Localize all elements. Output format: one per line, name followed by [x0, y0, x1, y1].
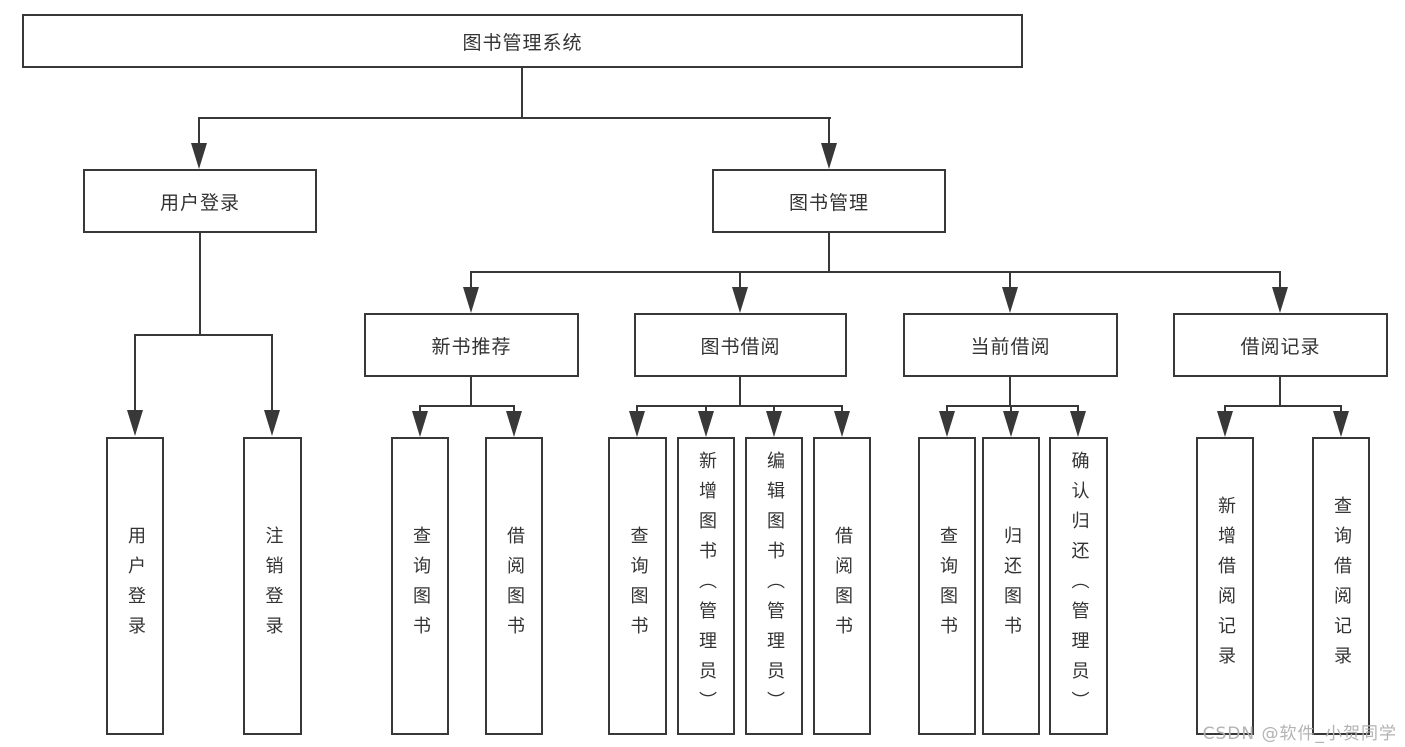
node-label: 借阅图书	[504, 526, 525, 646]
arrow-down-icon	[412, 411, 428, 437]
node-label: 用户登录	[159, 191, 240, 214]
node-label: 图书借阅	[700, 335, 781, 358]
connector-records-hline	[1224, 405, 1342, 407]
node-book-management: 图书管理	[712, 169, 946, 233]
arrow-down-icon	[1003, 411, 1019, 437]
node-label: 用户登录	[125, 526, 146, 646]
node-book-borrowing: 图书借阅	[634, 313, 847, 377]
connector-user-login-hline	[134, 334, 273, 336]
node-leaf-edit-books-admin: 编辑图书（管理员）	[745, 437, 803, 735]
node-leaf-current-query-books: 查询图书	[918, 437, 976, 735]
node-label: 确认归还（管理员）	[1068, 451, 1090, 721]
connector-book-mgmt-hline	[470, 271, 1281, 273]
node-user-login: 用户登录	[83, 169, 317, 233]
arrow-down-icon	[732, 287, 748, 313]
connector-current-stub	[1009, 377, 1011, 407]
node-leaf-recommend-borrow-books: 借阅图书	[485, 437, 543, 735]
connector-leaf-drop	[705, 405, 707, 413]
connector-book-mgmt-stub	[828, 233, 830, 273]
connector-leaf-drop	[134, 334, 136, 410]
arrow-down-icon	[1217, 411, 1233, 437]
connector-branch-drop	[739, 271, 741, 289]
node-leaf-recommend-query-books: 查询图书	[391, 437, 449, 735]
arrow-down-icon	[191, 143, 207, 169]
node-label: 查询图书	[937, 526, 958, 646]
connector-recommend-hline	[419, 405, 515, 407]
connector-leaf-drop	[841, 405, 843, 413]
arrow-down-icon	[629, 411, 645, 437]
arrow-down-icon	[698, 411, 714, 437]
node-label: 当前借阅	[970, 335, 1051, 358]
arrow-down-icon	[1333, 411, 1349, 437]
node-label: 查询借阅记录	[1331, 496, 1352, 676]
connector-leaf-drop	[1077, 405, 1079, 413]
node-label: 归还图书	[1001, 526, 1022, 646]
node-leaf-user-login: 用户登录	[106, 437, 164, 735]
node-label: 新书推荐	[431, 335, 512, 358]
arrow-down-icon	[506, 411, 522, 437]
node-label: 查询图书	[627, 526, 649, 646]
node-current-borrowing: 当前借阅	[903, 313, 1118, 377]
connector-root-hline	[198, 117, 831, 119]
node-label: 编辑图书（管理员）	[764, 451, 785, 721]
connector-book-mgmt-drop	[828, 117, 830, 145]
node-leaf-query-borrow-record: 查询借阅记录	[1312, 437, 1370, 735]
node-library-management-system: 图书管理系统	[22, 14, 1023, 68]
arrow-down-icon	[463, 287, 479, 313]
connector-leaf-drop	[1224, 405, 1226, 413]
connector-branch-drop	[1009, 271, 1011, 289]
connector-user-login-drop	[198, 117, 200, 145]
node-label: 查询图书	[410, 526, 431, 646]
connector-leaf-drop	[636, 405, 638, 413]
connector-user-login-stub	[199, 233, 201, 336]
arrow-down-icon	[127, 410, 143, 436]
connector-root-stub	[521, 68, 523, 118]
connector-current-hline	[946, 405, 1079, 407]
connector-leaf-drop	[513, 405, 515, 413]
node-label: 借阅记录	[1240, 335, 1321, 358]
arrow-down-icon	[1002, 287, 1018, 313]
arrow-down-icon	[1070, 411, 1086, 437]
arrow-down-icon	[939, 411, 955, 437]
connector-borrowing-hline	[636, 405, 843, 407]
connector-branch-drop	[470, 271, 472, 289]
node-leaf-add-borrow-record: 新增借阅记录	[1196, 437, 1254, 735]
node-label: 图书管理	[788, 191, 869, 214]
arrow-down-icon	[834, 411, 850, 437]
node-new-book-recommend: 新书推荐	[364, 313, 579, 377]
node-leaf-confirm-return-admin: 确认归还（管理员）	[1049, 437, 1108, 735]
node-leaf-logout: 注销登录	[243, 437, 302, 735]
arrow-down-icon	[264, 410, 280, 436]
node-label: 注销登录	[262, 526, 284, 646]
csdn-watermark: CSDN @软件_小贺同学	[1202, 724, 1397, 744]
node-label: 借阅图书	[832, 526, 853, 646]
connector-leaf-drop	[1010, 405, 1012, 413]
connector-leaf-drop	[773, 405, 775, 413]
connector-records-stub	[1279, 377, 1281, 407]
connector-branch-drop	[1279, 271, 1281, 289]
node-label: 新增图书（管理员）	[696, 451, 717, 721]
node-leaf-borrowing-query-books: 查询图书	[608, 437, 667, 735]
node-borrowing-records: 借阅记录	[1173, 313, 1388, 377]
node-leaf-borrowing-borrow-books: 借阅图书	[813, 437, 871, 735]
arrow-down-icon	[821, 143, 837, 169]
arrow-down-icon	[766, 411, 782, 437]
connector-leaf-drop	[419, 405, 421, 413]
connector-leaf-drop	[1340, 405, 1342, 413]
node-leaf-add-books-admin: 新增图书（管理员）	[677, 437, 735, 735]
connector-borrowing-stub	[739, 377, 741, 407]
connector-leaf-drop	[271, 334, 273, 410]
node-label: 新增借阅记录	[1215, 496, 1236, 676]
node-label: 图书管理系统	[462, 31, 583, 54]
arrow-down-icon	[1272, 287, 1288, 313]
connector-recommend-stub	[470, 377, 472, 407]
node-leaf-return-books: 归还图书	[982, 437, 1040, 735]
connector-leaf-drop	[946, 405, 948, 413]
